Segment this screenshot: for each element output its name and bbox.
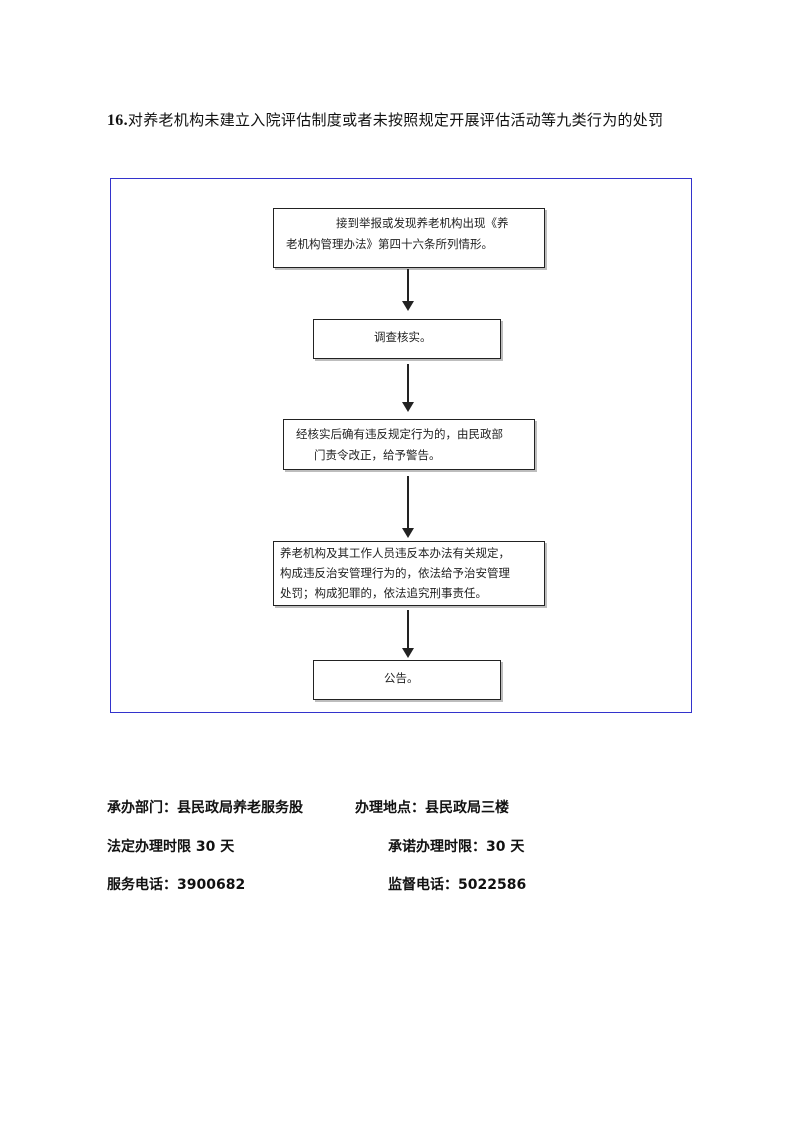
location-value: 县民政局三楼 bbox=[425, 800, 509, 816]
flow-step-line: 接到举报或发现养老机构出现《养 bbox=[336, 216, 509, 230]
flow-step-announce: 公告。 bbox=[313, 660, 501, 700]
promise-limit-info: 承诺办理时限：30 天 bbox=[388, 836, 524, 856]
service-phone-value: 3900682 bbox=[177, 877, 246, 893]
flow-step-line: 处罚；构成犯罪的，依法追究刑事责任。 bbox=[280, 586, 487, 600]
flow-step-investigate: 调查核实。 bbox=[313, 319, 501, 359]
flow-step-line: 公告。 bbox=[384, 671, 419, 685]
flow-arrow bbox=[402, 476, 414, 538]
section-number: 16. bbox=[107, 112, 128, 129]
flow-step-line: 构成违反治安管理行为的，依法给予治安管理 bbox=[280, 566, 510, 580]
supervise-phone-label: 监督电话： bbox=[388, 877, 458, 893]
service-phone-info: 服务电话：3900682 bbox=[107, 874, 245, 894]
flow-step-report: 接到举报或发现养老机构出现《养 老机构管理办法》第四十六条所列情形。 bbox=[273, 208, 545, 268]
flow-step-line: 经核实后确有违反规定行为的，由民政部 bbox=[296, 427, 503, 441]
dept-value: 县民政局养老服务股 bbox=[177, 800, 303, 816]
flow-step-line: 门责令改正，给予警告。 bbox=[314, 448, 441, 462]
supervise-phone-value: 5022586 bbox=[458, 877, 527, 893]
page-title: 16.对养老机构未建立入院评估制度或者未按照规定开展评估活动等九类行为的处罚 bbox=[107, 104, 687, 137]
section-title-text: 对养老机构未建立入院评估制度或者未按照规定开展评估活动等九类行为的处罚 bbox=[127, 111, 664, 129]
flow-step-line: 老机构管理办法》第四十六条所列情形。 bbox=[286, 237, 493, 251]
promise-limit-label: 承诺办理时限： bbox=[388, 839, 486, 855]
flow-step-line: 养老机构及其工作人员违反本办法有关规定， bbox=[280, 546, 510, 560]
dept-info: 承办部门：县民政局养老服务股 bbox=[107, 797, 303, 817]
flow-step-warning: 经核实后确有违反规定行为的，由民政部 门责令改正，给予警告。 bbox=[283, 419, 535, 470]
flowchart-frame: 接到举报或发现养老机构出现《养 老机构管理办法》第四十六条所列情形。 调查核实。… bbox=[110, 178, 692, 713]
legal-limit-value: 30 天 bbox=[195, 839, 235, 855]
flow-arrow bbox=[402, 364, 414, 412]
flow-arrow bbox=[402, 610, 414, 658]
legal-limit-info: 法定办理时限 30 天 bbox=[107, 836, 234, 856]
dept-label: 承办部门： bbox=[107, 800, 177, 816]
promise-limit-value: 30 天 bbox=[486, 839, 525, 855]
supervise-phone-info: 监督电话：5022586 bbox=[388, 874, 526, 894]
location-info: 办理地点：县民政局三楼 bbox=[355, 797, 509, 817]
flow-arrow bbox=[402, 269, 414, 311]
flow-step-penalty: 养老机构及其工作人员违反本办法有关规定， 构成违反治安管理行为的，依法给予治安管… bbox=[273, 541, 545, 606]
location-label: 办理地点： bbox=[355, 800, 425, 816]
flow-step-line: 调查核实。 bbox=[374, 330, 432, 344]
legal-limit-label: 法定办理时限 bbox=[107, 839, 191, 855]
service-phone-label: 服务电话： bbox=[107, 877, 177, 893]
